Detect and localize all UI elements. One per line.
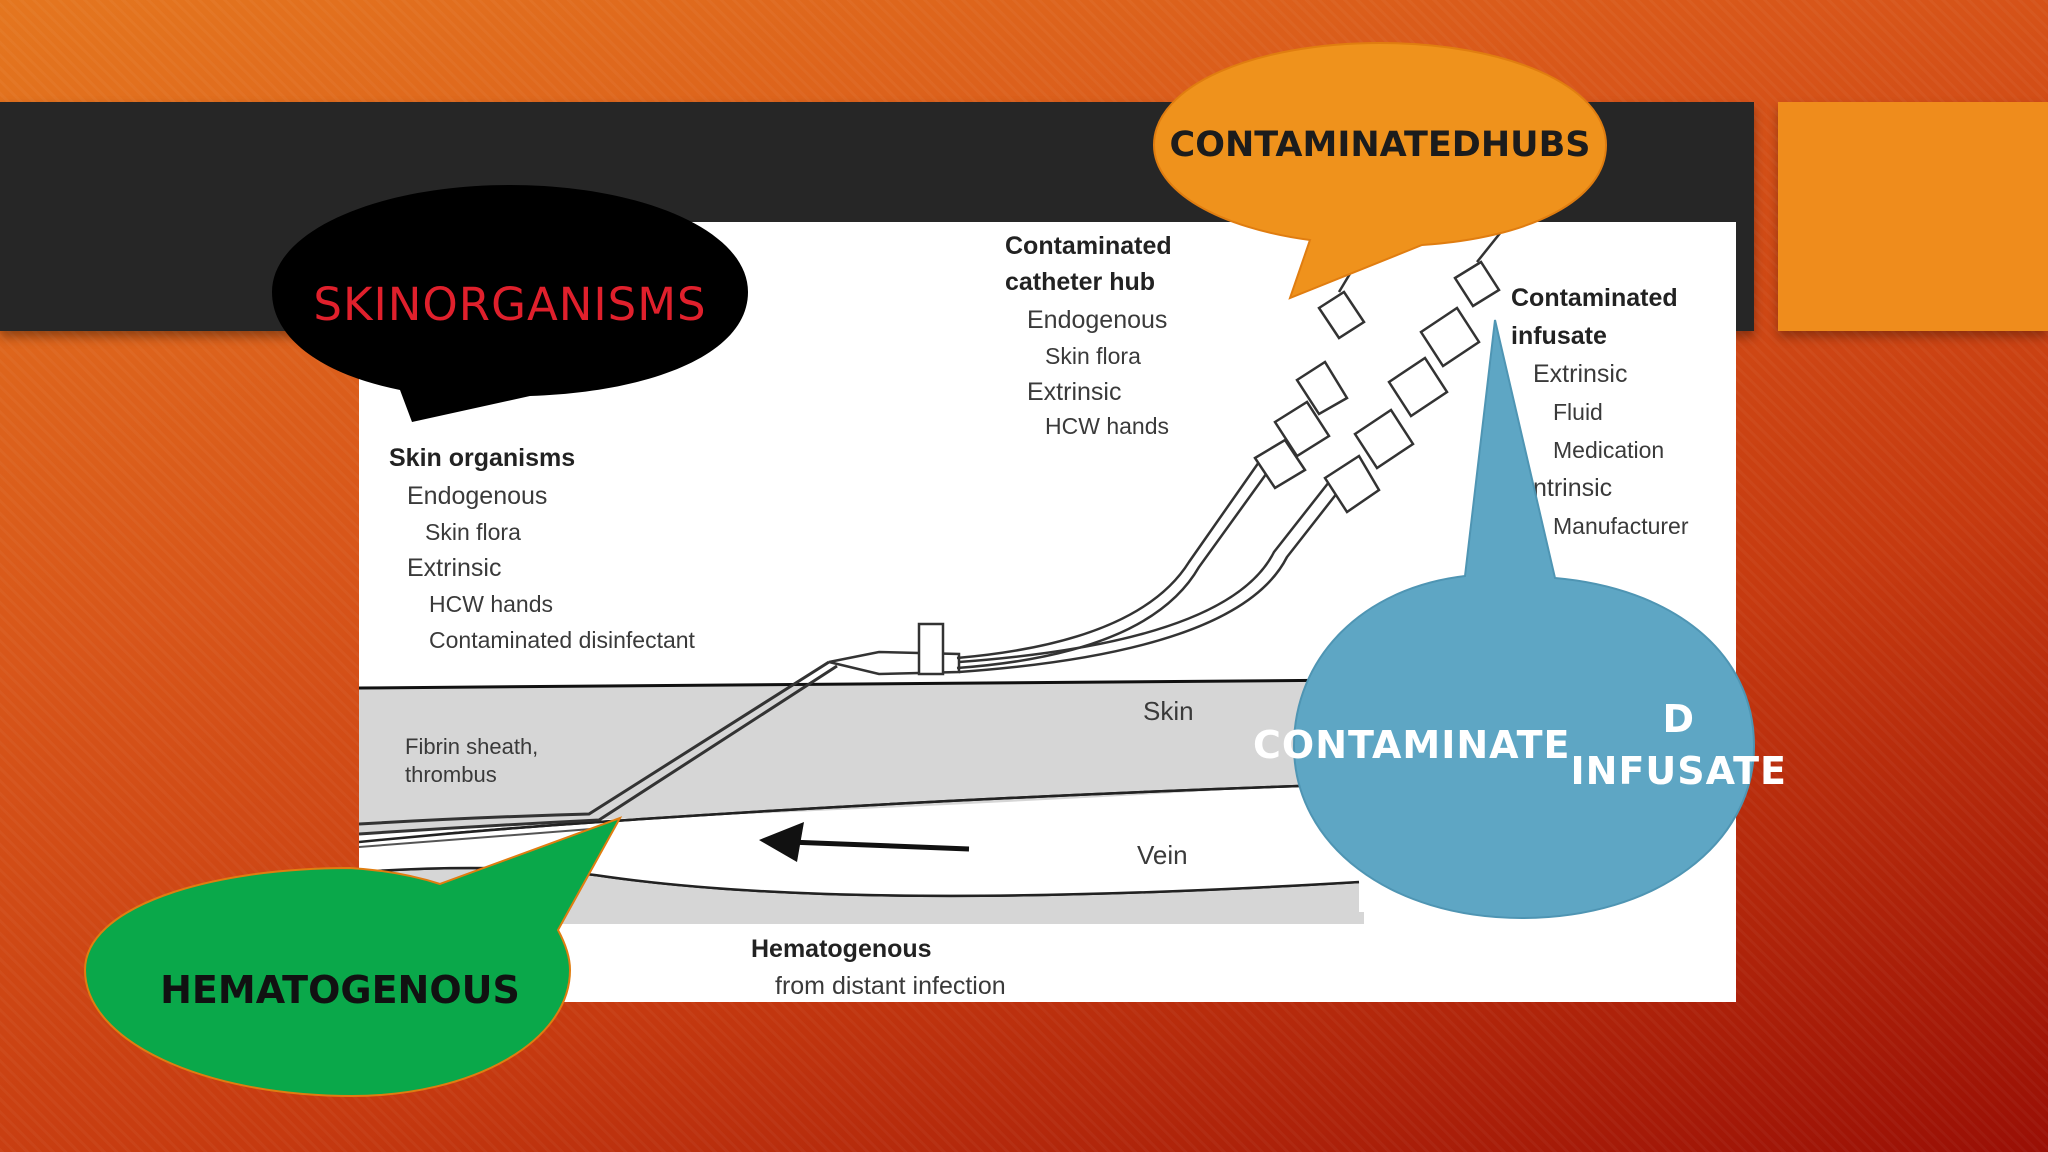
connector-a-3 xyxy=(1295,360,1349,416)
contaminated-hubs-callout-shape xyxy=(1152,41,1608,300)
connector-b-2 xyxy=(1353,408,1415,470)
fibrin-label-1: Fibrin sheath, xyxy=(405,734,538,759)
hematogenous-callout-text: HEMATOGENOUS xyxy=(160,968,520,1012)
skin-organisms-line-3: Extrinsic xyxy=(407,554,501,582)
catheter-hub-line-2: Skin flora xyxy=(1045,343,1141,369)
fibrin-label-2: thrombus xyxy=(405,762,497,787)
catheter-hub-heading-2: catheter hub xyxy=(1005,268,1155,296)
tubing-a-2 xyxy=(956,469,1271,670)
blood-flow-arrow-shaft xyxy=(788,839,970,852)
catheter-hub-line-3: Extrinsic xyxy=(1027,378,1121,406)
skin-organisms-heading: Skin organisms xyxy=(389,444,575,472)
catheter-hub-line-4: HCW hands xyxy=(1045,413,1169,439)
connector-a-1 xyxy=(1253,438,1307,490)
skin-organisms-callout-fill xyxy=(272,185,748,422)
lower-tissue xyxy=(359,860,1364,922)
lower-tissue-edge xyxy=(359,912,1364,924)
tubing-b-2 xyxy=(958,487,1342,674)
skin-organisms-line-4: HCW hands xyxy=(429,591,553,617)
skin-organisms-line-2: Skin flora xyxy=(425,519,521,545)
hematogenous-callout: HEMATOGENOUS xyxy=(80,810,640,1100)
skin-tissue xyxy=(359,680,1359,834)
accent-block xyxy=(1778,102,2048,331)
hematogenous-callout-fill xyxy=(83,816,623,1098)
contaminated-hubs-callout-fill xyxy=(1152,41,1608,300)
tubing-a-1 xyxy=(956,461,1261,660)
contaminated-infusate-callout-shape xyxy=(1292,319,1756,920)
skin-organisms-line-1: Endogenous xyxy=(407,482,547,510)
infusate-line-5: Manufacturer xyxy=(1553,513,1689,539)
infusate-line-1: Extrinsic xyxy=(1533,360,1627,388)
hematogenous-line: from distant infection xyxy=(775,972,1006,1000)
catheter-hub-line-1: Endogenous xyxy=(1027,306,1167,334)
catheter-hub-heading-1: Contaminated xyxy=(1005,232,1172,260)
vein-label: Vein xyxy=(1137,840,1188,870)
fibrin-sheath-line xyxy=(359,827,605,848)
skin-organisms-line-5: Contaminated disinfectant xyxy=(429,627,696,653)
skin-label: Skin xyxy=(1143,696,1194,726)
skin-organisms-callout-shape xyxy=(272,185,748,422)
infusate-heading-1: Contaminated xyxy=(1511,284,1678,312)
hub-clamp xyxy=(917,622,945,676)
catheter-line-b xyxy=(359,664,838,836)
catheter-line-a xyxy=(359,660,830,826)
connector-b-5 xyxy=(1453,260,1501,308)
hematogenous-heading: Hematogenous xyxy=(751,935,932,963)
connector-b-1 xyxy=(1323,454,1381,514)
blood-flow-arrow-head xyxy=(759,822,804,862)
infusate-line-2: Fluid xyxy=(1553,399,1603,425)
tubing-b-1 xyxy=(958,481,1330,664)
vein-upper-wall-outline xyxy=(359,782,1360,844)
hematogenous-callout-shape xyxy=(83,816,623,1098)
connector-a-4 xyxy=(1317,290,1366,340)
contaminated-infusate-callout-fill xyxy=(1292,319,1756,920)
infusate-heading-2: infusate xyxy=(1511,322,1607,350)
connector-b-4 xyxy=(1419,306,1481,368)
infusate-line-3: Medication xyxy=(1553,437,1664,463)
skin-surface-line xyxy=(359,678,1360,690)
connector-a-2 xyxy=(1273,400,1331,458)
connector-b-3 xyxy=(1387,356,1449,418)
infusate-line-4: ntrinsic xyxy=(1533,474,1612,502)
